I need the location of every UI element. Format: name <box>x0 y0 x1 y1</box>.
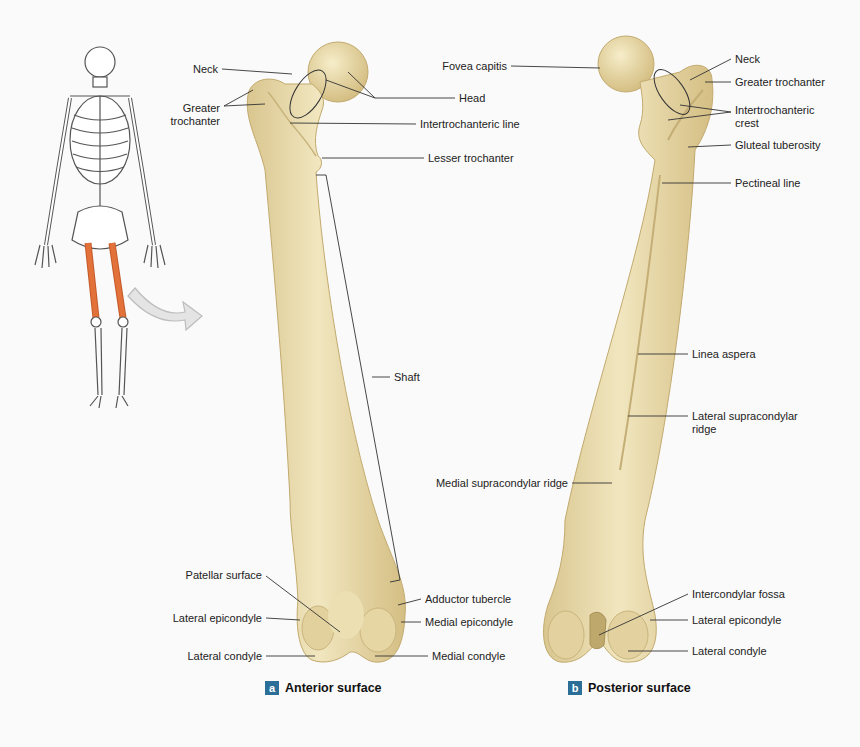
part-label: Intertrochanteric line <box>420 118 520 131</box>
leader-lines-part <box>316 175 400 582</box>
leader-lines-part <box>572 483 612 484</box>
intertrochanteric-crest-ridge <box>668 90 703 140</box>
leader-lines-part <box>372 377 390 378</box>
patella-right <box>118 317 128 327</box>
leader-lines-part <box>326 80 375 98</box>
view-caption: a Anterior surface <box>265 681 382 695</box>
leader-lines-part <box>224 104 265 106</box>
patella-left <box>91 317 101 327</box>
part-label: Pectineal line <box>735 177 800 190</box>
leader-lines-part <box>628 651 688 652</box>
femur-anterior <box>247 42 405 662</box>
part-label: Fovea capitis <box>442 60 507 73</box>
part-label: Head <box>459 92 485 105</box>
leader-lines-part <box>688 145 731 147</box>
medial-condyle-shade <box>360 608 396 652</box>
femur-left <box>88 243 96 318</box>
part-label: Linea aspera <box>692 348 756 361</box>
lower-legs <box>95 328 127 395</box>
shoulders <box>70 95 130 96</box>
patellar-surface-shade <box>328 591 364 639</box>
part-label: Lateral epicondyle <box>692 614 781 627</box>
medial-condyle-shade <box>548 611 584 659</box>
intercondylar-fossa-shape <box>590 612 606 648</box>
part-label: Lateral condyle <box>187 650 262 663</box>
neck-outline <box>283 64 334 124</box>
part-label: Medial epicondyle <box>425 616 513 629</box>
part-label: Shaft <box>394 371 420 384</box>
part-label: Lateral condyle <box>692 645 767 658</box>
part-label: Patellar surface <box>186 569 262 582</box>
leader-lines-part <box>266 656 315 657</box>
part-label: Medial condyle <box>432 650 505 663</box>
skeleton-icon <box>35 47 202 408</box>
right-hand <box>144 245 165 268</box>
femur-right-fill <box>112 243 123 318</box>
leader-lines-part <box>398 599 421 605</box>
feet <box>90 396 128 408</box>
intertrochanteric-ridge <box>268 92 316 156</box>
left-arm-fill <box>46 98 70 245</box>
leader-lines-part <box>266 618 300 620</box>
view-letter: b <box>568 681 582 695</box>
part-label: Medial supracondylar ridge <box>436 477 568 490</box>
right-arm <box>130 98 154 245</box>
left-arm <box>46 98 70 245</box>
part-label: Gluteal tuberosity <box>735 139 821 152</box>
leader-lines-part <box>322 158 424 159</box>
view-caption: b Posterior surface <box>568 681 691 695</box>
leader-lines-part <box>650 620 688 621</box>
leader-lines-part <box>599 594 688 635</box>
left-hand <box>35 245 56 268</box>
view-title: Posterior surface <box>588 681 691 695</box>
leader-lines-part <box>705 82 731 83</box>
leader-lines <box>222 59 731 656</box>
part-label: Intercondylar fossa <box>692 588 785 601</box>
part-label: Adductor tubercle <box>425 593 511 606</box>
part-label: Lateral epicondyle <box>173 612 262 625</box>
skull <box>85 47 115 77</box>
femur-right <box>112 243 123 318</box>
femur-body <box>247 79 405 662</box>
leader-lines-part <box>662 183 731 184</box>
leader-lines-part <box>222 69 292 74</box>
leader-lines-part <box>690 59 731 80</box>
part-label: Intertrochanteric crest <box>735 104 830 130</box>
leader-lines-part <box>628 416 688 417</box>
view-letter: a <box>265 681 279 695</box>
view-title: Anterior surface <box>285 681 382 695</box>
part-label: Greater trochanter <box>735 76 825 89</box>
femur-left-fill <box>88 243 96 318</box>
part-label: Greater trochanter <box>160 102 220 128</box>
leader-lines-part <box>401 622 421 623</box>
femur-body <box>544 65 713 662</box>
linea-aspera-ridge <box>620 175 660 470</box>
leader-lines-part <box>224 90 253 106</box>
right-arm-fill <box>130 98 154 245</box>
leader-lines-part <box>668 112 731 120</box>
neck-outline <box>647 64 696 120</box>
part-label: Lesser trochanter <box>428 152 514 165</box>
leader-lines-part <box>511 66 600 68</box>
part-label: Lateral supracondylar ridge <box>692 410 817 436</box>
pointer-arrow <box>128 288 202 330</box>
leader-lines-part <box>638 354 688 355</box>
pelvis <box>72 206 128 249</box>
part-label: Neck <box>193 63 218 76</box>
femur-posterior <box>544 36 713 662</box>
part-label: Neck <box>735 53 760 66</box>
lateral-condyle-shade <box>608 611 648 659</box>
leader-lines-part <box>266 576 340 632</box>
leader-lines-part <box>348 72 375 98</box>
leader-lines-part <box>375 98 455 99</box>
neck-vertebrae <box>93 77 107 87</box>
leader-lines-part <box>375 656 428 657</box>
leader-lines-part <box>680 105 731 112</box>
leader-lines-part <box>290 123 416 124</box>
